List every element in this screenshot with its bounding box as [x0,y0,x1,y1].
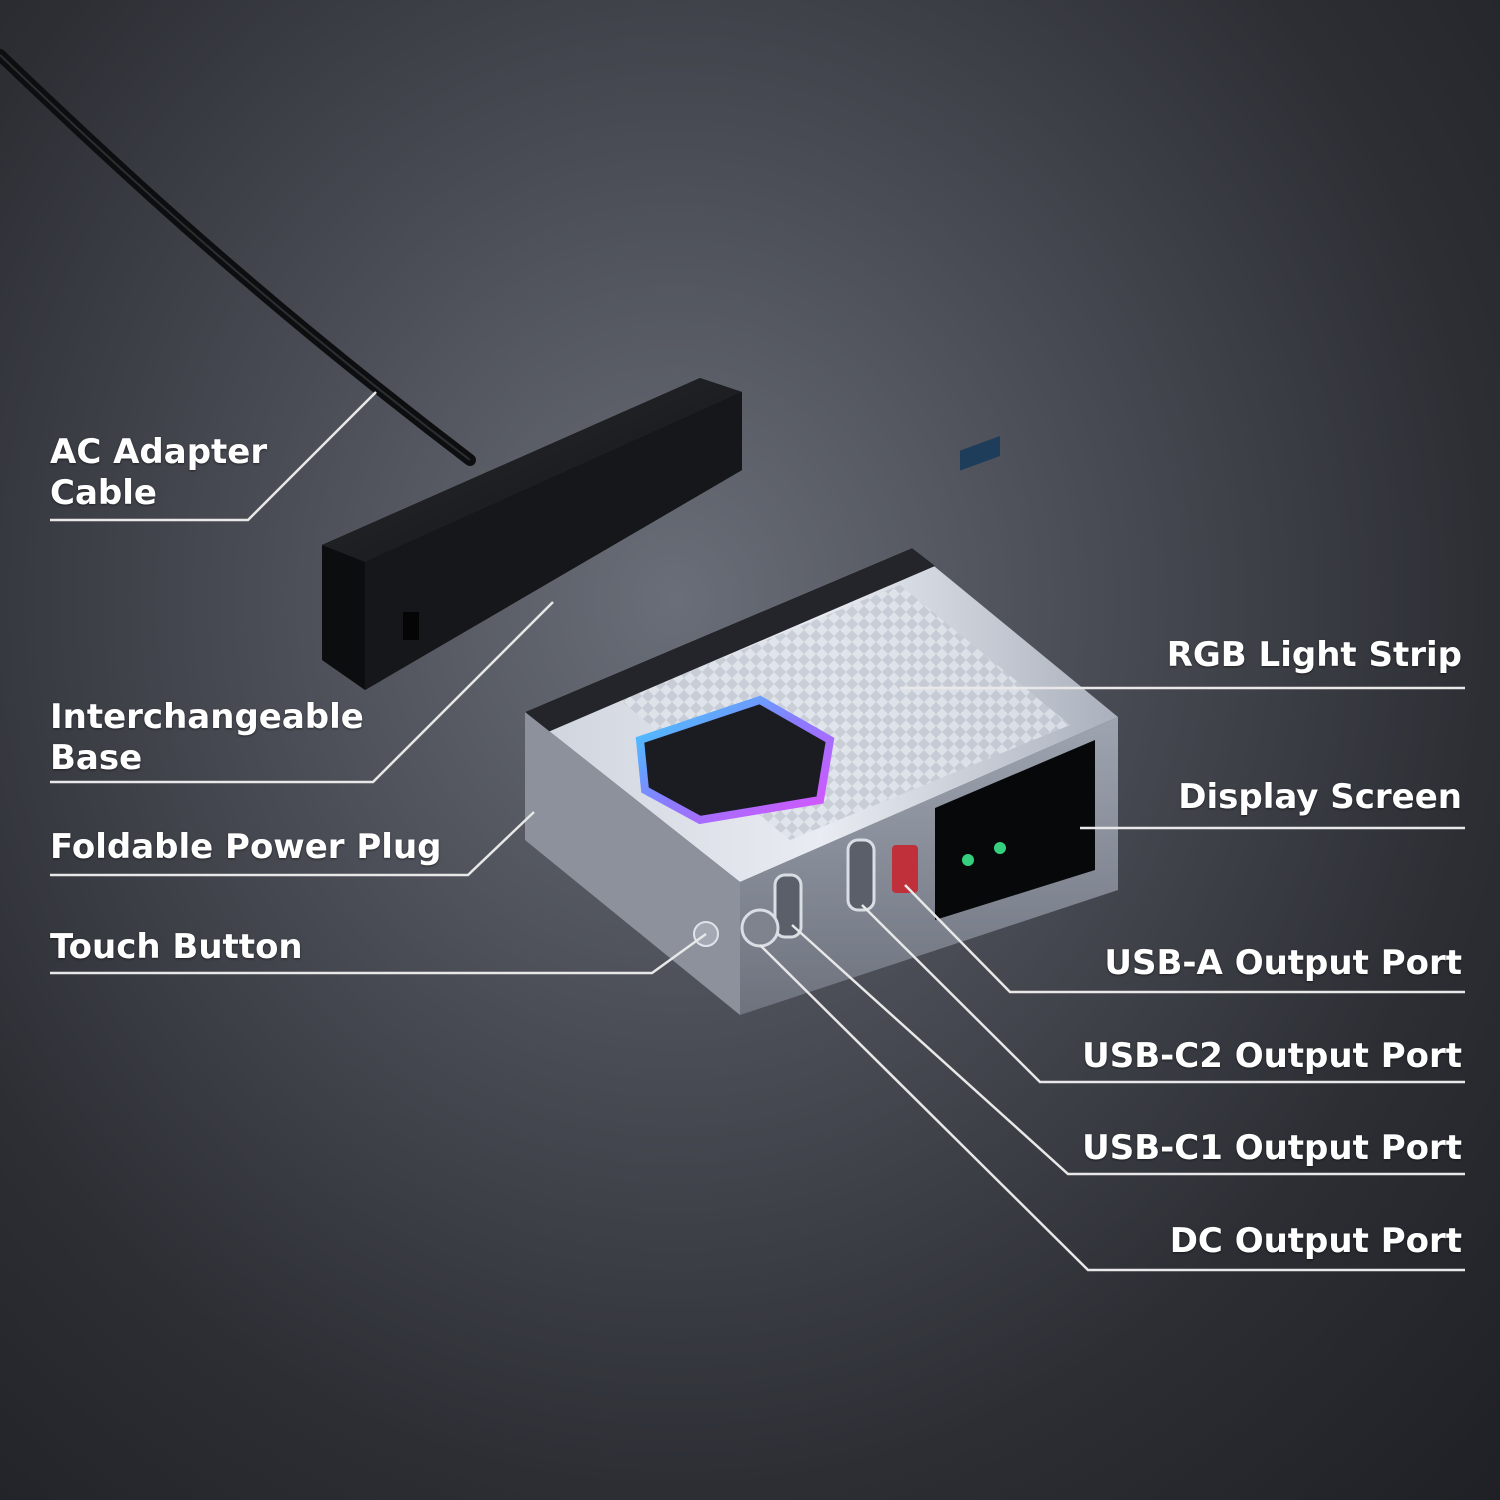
label-ac-adapter-cable-line1: AC Adapter [50,432,268,472]
label-ac-adapter-cable-line2: Cable [50,473,157,513]
leader-usb-a-output-port [904,884,1465,994]
label-usb-c1-output-port: USB-C1 Output Port [1082,1128,1462,1168]
interchangeable-base-shape [322,378,742,690]
label-interchangeable-base-line1: Interchangeable [50,697,364,737]
leader-interchangeable-base [50,601,554,784]
charger-body-shape [525,436,1118,1015]
label-ac-adapter-cable: AC Adapter Cable [50,432,267,514]
label-display-screen: Display Screen [1178,777,1462,817]
label-interchangeable-base: Interchangeable Base [50,697,364,779]
leader-ac-adapter-cable [50,391,377,522]
label-rgb-light-strip: RGB Light Strip [1166,635,1462,675]
label-touch-button: Touch Button [50,927,303,967]
leader-foldable-power-plug [50,811,535,877]
label-usb-c2-output-port: USB-C2 Output Port [1082,1036,1462,1076]
leader-usb-c2-output-port [861,904,1465,1084]
ac-adapter-cable-wire [0,49,476,466]
label-foldable-power-plug: Foldable Power Plug [50,827,442,867]
leader-dc-output-port [759,944,1465,1272]
label-usb-a-output-port: USB-A Output Port [1104,943,1462,983]
label-interchangeable-base-line2: Base [50,738,143,778]
leader-touch-button [50,932,707,975]
label-dc-output-port: DC Output Port [1169,1221,1462,1261]
leader-usb-c1-output-port [791,924,1465,1176]
